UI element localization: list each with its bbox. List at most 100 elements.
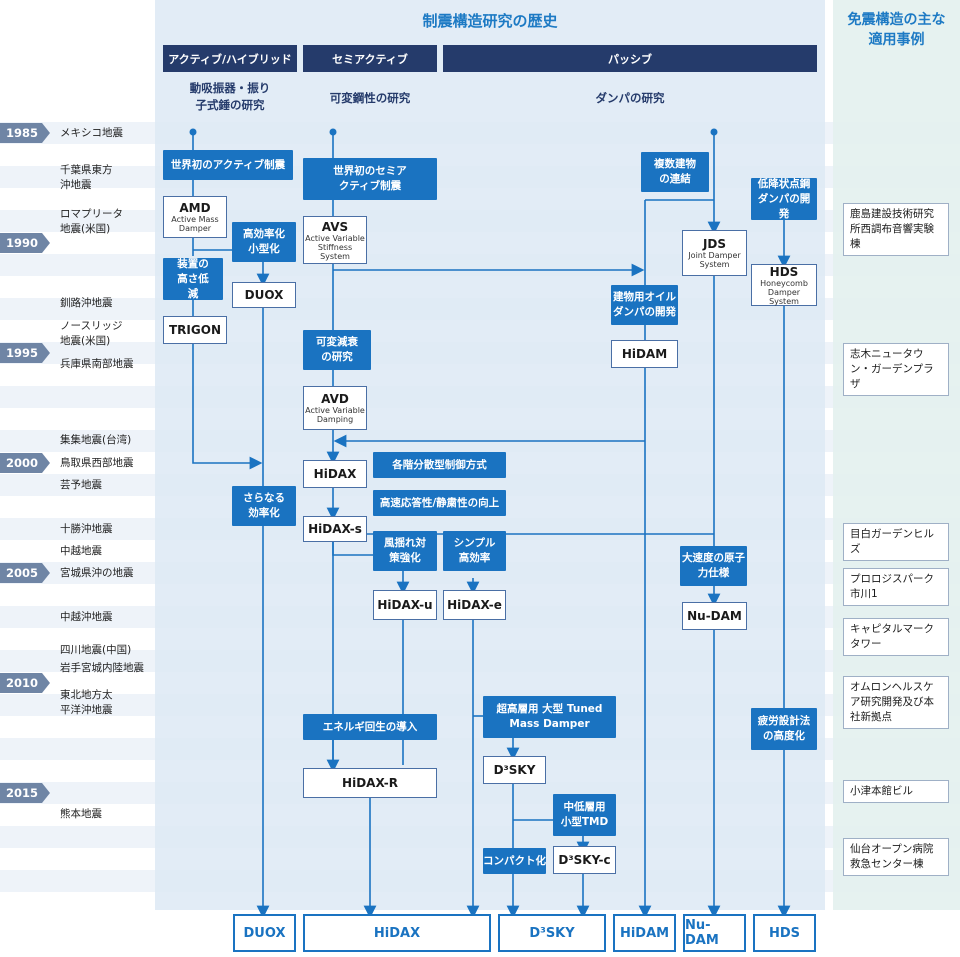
earthquake-label: 集集地震(台湾) [60, 434, 132, 446]
bottom-product-nu-dam: Nu-DAM [683, 914, 746, 952]
earthquake-label: 千葉県東方沖地震 [60, 164, 113, 191]
year-tag: 2010 [0, 673, 50, 693]
year-tag: 1990 [0, 233, 50, 253]
product-name: HiDAX-s [308, 522, 362, 536]
product-subtitle: Honeycomb Damper System [760, 278, 808, 306]
case-item: 目白ガーデンヒルズ [843, 523, 949, 561]
product-subtitle: Active Variable Stiffness System [305, 233, 365, 261]
case-item: キャピタルマークタワー [843, 618, 949, 656]
product-name: HiDAX-e [447, 598, 502, 612]
earthquake-label: 岩手宮城内陸地震 [60, 662, 144, 674]
milestone-box: エネルギ回生の導入 [303, 714, 437, 740]
milestone-box: 可変減衰の研究 [303, 330, 371, 370]
case-item: オムロンヘルスケア研究開発及び本社新拠点 [843, 676, 949, 729]
milestone-box: さらなる効率化 [232, 486, 296, 526]
earthquake-label: 四川地震(中国) [60, 644, 132, 656]
category-semi-active: セミアクティブ [303, 45, 437, 72]
year-tag: 2015 [0, 783, 50, 803]
milestone-box: 装置の高さ低減 [163, 258, 223, 300]
earthquake-label: ノースリッジ地震(米国) [60, 320, 123, 347]
product-name: DUOX [244, 288, 284, 302]
product-box-d3sky-c: D³SKY-c [553, 846, 616, 874]
earthquake-label: ロマプリータ地震(米国) [60, 208, 123, 235]
year-tag: 1995 [0, 343, 50, 363]
product-subtitle: Active Mass Damper [171, 215, 219, 233]
product-box-hidax-r: HiDAX-R [303, 768, 437, 798]
earthquake-label: 中越沖地震 [60, 611, 113, 623]
milestone-box: 風揺れ対策強化 [373, 531, 437, 571]
case-item: 志木ニュータウン・ガーデンプラザ [843, 343, 949, 396]
product-box-nu-dam: Nu-DAM [682, 602, 747, 630]
product-name: TRIGON [169, 323, 221, 337]
product-name: JDS [702, 237, 727, 251]
product-box-jds: JDS Joint Damper System [682, 230, 747, 276]
product-name: AVS [321, 219, 349, 234]
milestone-box: 大速度の原子力仕様 [680, 546, 747, 586]
subheading-passive: ダンパの研究 [595, 91, 665, 105]
earthquake-label: 熊本地震 [60, 808, 102, 820]
product-subtitle: Active Variable Damping [305, 406, 365, 424]
earthquake-label: 兵庫県南部地震 [60, 358, 134, 370]
product-name: AVD [321, 392, 349, 406]
product-name: Nu-DAM [687, 609, 742, 623]
category-passive: パッシブ [443, 45, 817, 72]
product-name: HiDAM [621, 347, 668, 361]
milestone-box: 低降状点鋼ダンパの開発 [751, 178, 817, 220]
milestone-box: 高速応答性/静粛性の向上 [373, 490, 506, 516]
product-name: D³SKY-c [558, 853, 611, 867]
bottom-product-hidax: HiDAX [303, 914, 491, 952]
bottom-product-hds: HDS [753, 914, 816, 952]
bottom-product-hidam: HiDAM [613, 914, 676, 952]
product-name: D³SKY [493, 763, 536, 777]
bottom-product-duox: DUOX [233, 914, 296, 952]
earthquake-label: 中越地震 [60, 545, 102, 557]
milestone-box: 超高層用 大型 Tuned Mass Damper [483, 696, 616, 738]
earthquake-label: 十勝沖地震 [60, 523, 113, 535]
earthquake-label: 鳥取県西部地震 [60, 457, 134, 469]
product-name: AMD [179, 201, 211, 215]
earthquake-label: 釧路沖地震 [60, 297, 113, 309]
milestone-box: 建物用オイルダンパの開発 [611, 285, 678, 325]
earthquake-label: 東北地方太平洋沖地震 [60, 689, 113, 716]
product-box-duox: DUOX [232, 282, 296, 308]
product-box-avd: AVD Active Variable Damping [303, 386, 367, 430]
product-box-d3sky: D³SKY [483, 756, 546, 784]
milestone-box: 疲労設計法の高度化 [751, 708, 817, 750]
milestone-box: 高効率化小型化 [232, 222, 296, 262]
subheading-semi-active: 可変鋼性の研究 [329, 91, 411, 105]
milestone-box: コンパクト化 [483, 848, 546, 874]
milestone-box: 各階分散型制御方式 [373, 452, 506, 478]
case-item: 仙台オープン病院救急センター棟 [843, 838, 949, 876]
year-tag: 2000 [0, 453, 50, 473]
earthquake-label: 芸予地震 [60, 479, 102, 491]
product-name: HiDAX-u [377, 598, 433, 612]
year-tag: 2005 [0, 563, 50, 583]
product-box-amd: AMD Active Mass Damper [163, 196, 227, 238]
case-item: 小津本館ビル [843, 780, 949, 803]
product-name: HDS [769, 264, 799, 279]
product-box-trigon: TRIGON [163, 316, 227, 344]
product-box-hds: HDS Honeycomb Damper System [751, 264, 817, 306]
product-box-hidam: HiDAM [611, 340, 678, 368]
product-subtitle: Joint Damper System [688, 251, 741, 269]
bottom-product-d3sky: D³SKY [498, 914, 606, 952]
product-box-hidax-u: HiDAX-u [373, 590, 437, 620]
product-box-hidax-s: HiDAX-s [303, 516, 367, 542]
category-active: アクティブ/ハイブリッド [163, 45, 297, 72]
product-box-hidax: HiDAX [303, 460, 367, 488]
milestone-box: シンプル高効率 [443, 531, 506, 571]
earthquake-label: 宮城県沖の地震 [60, 567, 134, 579]
product-box-avs: AVS Active Variable Stiffness System [303, 216, 367, 264]
case-item: プロロジスパーク市川1 [843, 568, 949, 606]
milestone-box: 世界初のセミアクティブ制震 [303, 158, 437, 200]
cases-panel [833, 0, 960, 910]
product-name: HiDAX [313, 467, 357, 481]
subheading-active: 動吸振器・振り子式錘の研究 [189, 81, 271, 112]
main-title: 制震構造研究の歴史 [422, 12, 558, 30]
product-box-hidax-e: HiDAX-e [443, 590, 506, 620]
case-item: 鹿島建設技術研究所西調布音響実験棟 [843, 203, 949, 256]
product-name: HiDAX-R [342, 776, 398, 790]
milestone-box: 複数建物の連結 [641, 152, 709, 192]
year-tag: 1985 [0, 123, 50, 143]
